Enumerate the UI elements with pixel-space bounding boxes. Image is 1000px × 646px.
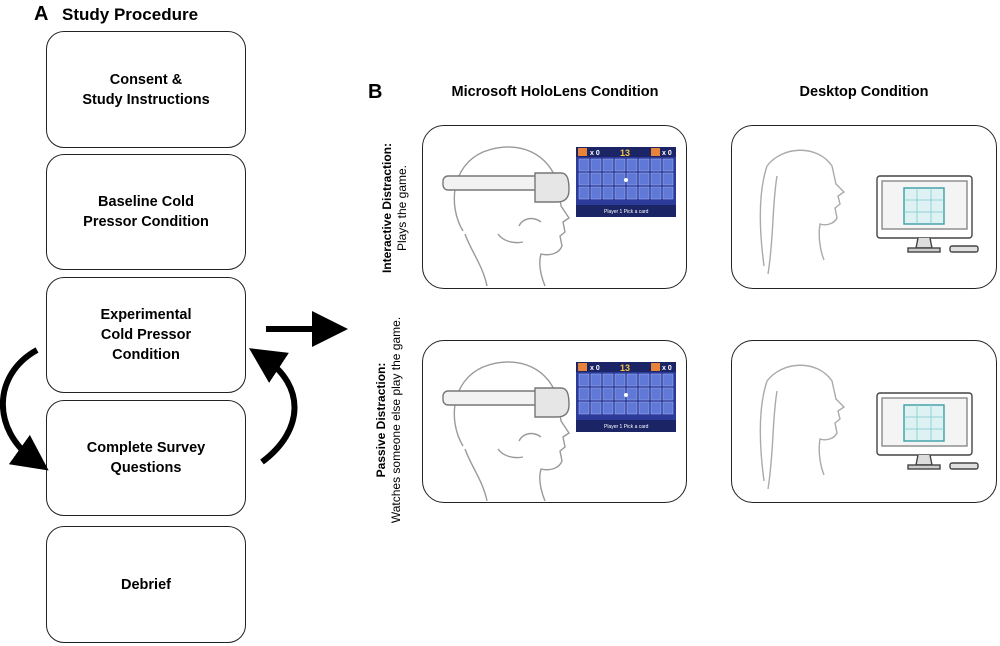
game-left-score: x 0: [590, 150, 600, 157]
head-with-headset-icon: [442, 146, 570, 287]
game-left-score: x 0: [590, 365, 600, 372]
person-with-monitor-icon: [759, 364, 979, 490]
desktop-passive-panel: [731, 340, 997, 503]
desktop-condition-title: Desktop Condition: [799, 84, 929, 100]
step-experimental: Experimental Cold Pressor Condition: [46, 277, 246, 393]
game-right-score: x 0: [662, 150, 672, 157]
game-status: Player 1 Pick a card: [604, 424, 649, 430]
game-center-number: 13: [620, 148, 630, 158]
step-consent: Consent & Study Instructions: [46, 31, 246, 148]
game-center-number: 13: [620, 363, 630, 373]
step-baseline-label: Baseline Cold Pressor Condition: [83, 194, 209, 230]
step-survey-label: Complete Survey Questions: [86, 440, 206, 476]
step-debrief-label: Debrief: [121, 576, 171, 593]
passive-label-plain: Watches someone else play the game.: [389, 316, 403, 524]
head-with-headset-icon: [442, 361, 570, 502]
desktop-interactive-panel: [731, 125, 997, 289]
row-label-interactive: Interactive Distraction: Plays the game.: [380, 108, 412, 308]
step-debrief: Debrief: [46, 526, 246, 643]
passive-label-bold: Passive Distraction:: [374, 362, 388, 478]
step-consent-label: Consent & Study Instructions: [82, 71, 210, 108]
hololens-condition-title: Microsoft HoloLens Condition: [451, 84, 659, 100]
panel-a-title: Study Procedure: [62, 5, 199, 24]
game-status: Player 1 Pick a card: [604, 209, 649, 215]
person-with-monitor-icon: [759, 149, 979, 275]
panel-a-letter: A: [34, 3, 49, 25]
hololens-interactive-panel: x 0 13 x 0 Player 1 Pick a card: [422, 125, 687, 289]
loop-arrow-down: [0, 347, 49, 471]
interactive-label-bold: Interactive Distraction:: [380, 142, 394, 274]
hololens-passive-panel: x 0 13 x 0 Player 1 Pick a card: [422, 340, 687, 503]
game-board: x 0 13 x 0 Player 1 Pick a card: [576, 362, 676, 432]
loop-arrow-up: [248, 348, 298, 465]
step-baseline: Baseline Cold Pressor Condition: [46, 154, 246, 270]
row-label-passive: Passive Distraction: Watches someone els…: [374, 305, 406, 535]
game-board: x 0 13 x 0 Player 1 Pick a card: [576, 147, 676, 217]
step-experimental-label: Experimental Cold Pressor Condition: [100, 307, 192, 363]
game-right-score: x 0: [662, 365, 672, 372]
step-survey: Complete Survey Questions: [46, 400, 246, 516]
interactive-label-plain: Plays the game.: [395, 164, 409, 252]
panel-b-letter: B: [368, 81, 383, 103]
